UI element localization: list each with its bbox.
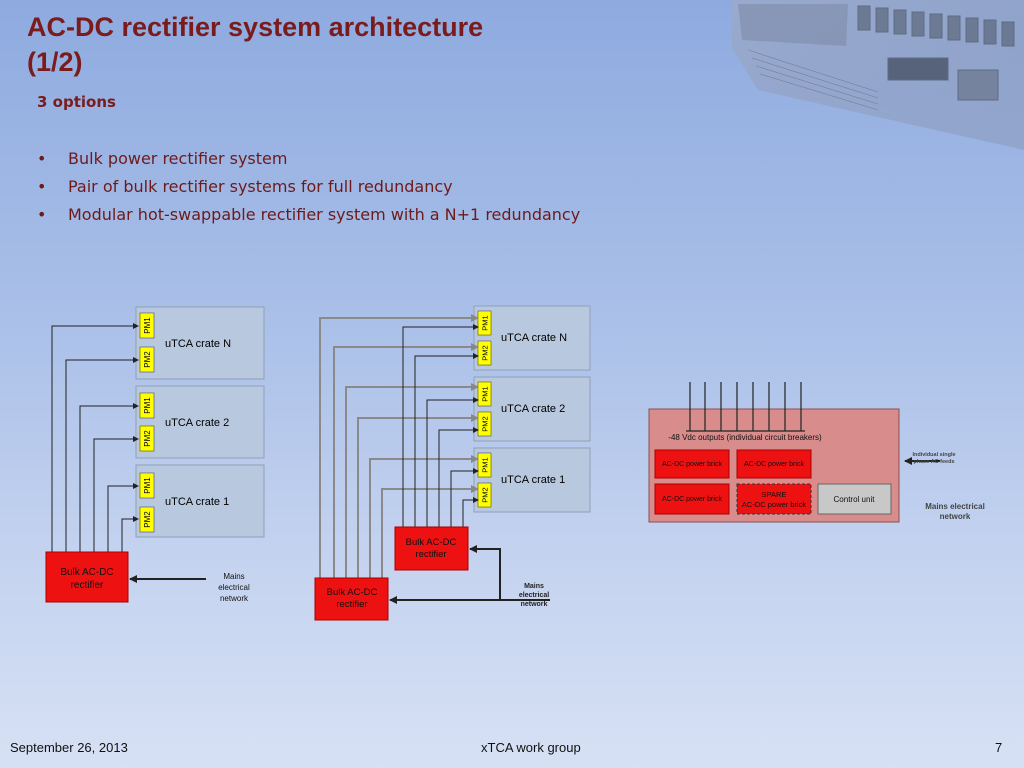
pm-badge: PM1 — [139, 392, 155, 419]
pm-label: PM2 — [481, 416, 490, 431]
pm-badge: PM1 — [139, 312, 155, 339]
pm-badge: PM2 — [477, 482, 492, 508]
power-brick: AC-DC power brick — [736, 449, 812, 479]
crate-label: uTCA crate N — [165, 338, 231, 350]
title-line-1: AC-DC rectifier system architecture — [27, 12, 484, 42]
control-unit-label: Control unit — [834, 495, 876, 504]
brick-label: AC-DC power brick — [662, 461, 722, 468]
rectifier-label-line2: rectifier — [336, 599, 367, 610]
pm-label: PM1 — [481, 386, 490, 401]
page-number: 7 — [995, 740, 1003, 755]
bullet-item: • Bulk power rectifier system — [37, 148, 580, 176]
bullet-text: Bulk power rectifier system — [68, 149, 288, 168]
pm-badge: PM2 — [139, 506, 155, 533]
brick-label: AC-DC power brick — [744, 461, 804, 468]
crate-label: uTCA crate 1 — [165, 496, 229, 508]
pm-badge: PM1 — [477, 452, 492, 478]
brick-label: AC-DC power brick — [662, 496, 722, 503]
options-list: • Bulk power rectifier system • Pair of bu… — [37, 148, 580, 232]
pm-badge: PM1 — [139, 472, 155, 499]
footer-date: September 26, 2013 — [10, 740, 128, 755]
feeds-label-line1: Individual single — [912, 452, 955, 458]
bulk-rectifier-a: Bulk AC-DC rectifier — [394, 526, 469, 571]
pm-label: PM2 — [481, 487, 490, 502]
bullet-glyph: • — [37, 149, 47, 168]
pm-badge: PM2 — [139, 346, 155, 373]
spare-brick-label: AC-DC power brick — [742, 500, 806, 509]
pm-badge: PM1 — [477, 381, 492, 407]
server-chassis-photo — [732, 0, 1024, 150]
crate-box: uTCA crate 2 — [473, 376, 591, 442]
rectifier-label-line2: rectifier — [415, 549, 446, 560]
bullet-item: • Pair of bulk rectifier systems for full… — [37, 176, 580, 204]
crate-box: uTCA crate 2 — [135, 385, 265, 459]
pm-label: PM1 — [143, 317, 152, 334]
mains-feed-arrows — [389, 545, 550, 604]
crate-label: uTCA crate 2 — [501, 403, 565, 415]
pm-label: PM2 — [143, 511, 152, 528]
crate-label: uTCA crate 2 — [165, 417, 229, 429]
pm-label: PM1 — [481, 457, 490, 472]
crate-label: uTCA crate 1 — [501, 474, 565, 486]
spare-power-brick: SPARE AC-DC power brick — [736, 483, 812, 515]
bullet-glyph: • — [37, 205, 47, 224]
mains-label-line2: network — [940, 512, 971, 521]
pm-label: PM1 — [481, 315, 490, 330]
slide-title: AC-DC rectifier system architecture (1/2… — [27, 10, 483, 80]
rectifier-label-line1: Bulk AC-DC — [60, 567, 113, 578]
bulk-rectifier-b: Bulk AC-DC rectifier — [314, 577, 389, 621]
mains-label-line3: network — [521, 601, 548, 608]
mains-label-line1: Mains electrical — [925, 502, 985, 511]
crate-box: uTCA crate N — [473, 305, 591, 371]
rectifier-label-line1: Bulk AC-DC — [406, 537, 457, 548]
bullet-glyph: • — [37, 177, 47, 196]
pm-label: PM2 — [143, 351, 152, 368]
slide-subtitle: 3 options — [37, 93, 116, 111]
rectifier-label-line2: rectifier — [71, 580, 104, 591]
title-line-2: (1/2) — [27, 47, 83, 77]
pm-badge: PM2 — [139, 425, 155, 452]
power-brick: AC-DC power brick — [654, 483, 730, 515]
crate-box: uTCA crate 1 — [473, 447, 591, 513]
feeds-label-line2: phase AC feeds — [913, 459, 954, 465]
crate-label: uTCA crate N — [501, 332, 567, 344]
power-wires-a — [402, 324, 479, 527]
mains-label-line1: Mains — [223, 572, 244, 581]
power-wires-b — [319, 314, 479, 580]
crate-box: uTCA crate 1 — [135, 464, 265, 538]
power-wires — [51, 323, 139, 552]
mains-label-line2: electrical — [218, 583, 250, 592]
pm-badge: PM2 — [477, 411, 492, 437]
crate-box: uTCA crate N — [135, 306, 265, 380]
diagram-modular: -48 Vdc outputs (individual circuit brea… — [648, 382, 985, 523]
mains-label-line3: network — [220, 594, 249, 603]
power-brick: AC-DC power brick — [654, 449, 730, 479]
spare-label: SPARE — [762, 490, 787, 499]
pm-label: PM1 — [143, 477, 152, 494]
pm-label: PM2 — [481, 345, 490, 360]
pm-label: PM2 — [143, 430, 152, 447]
mains-label-line1: Mains — [524, 583, 544, 590]
bullet-text: Pair of bulk rectifier systems for full … — [68, 177, 453, 196]
control-unit: Control unit — [817, 483, 892, 515]
dc-output-lines — [686, 382, 805, 432]
mains-label-line2: electrical — [519, 592, 549, 599]
diagram-single-bulk: uTCA crate N uTCA crate 2 uTCA crate 1 P… — [45, 306, 265, 603]
pm-badge: PM2 — [477, 340, 492, 366]
pm-badge: PM1 — [477, 310, 492, 336]
footer-group: xTCA work group — [481, 740, 581, 755]
bulk-rectifier: Bulk AC-DC rectifier — [45, 551, 129, 603]
diagram-redundant-pair: uTCA crate N uTCA crate 2 uTCA crate 1 P… — [314, 305, 591, 621]
bullet-item: • Modular hot-swappable rectifier system … — [37, 204, 580, 232]
rectifier-label-line1: Bulk AC-DC — [327, 587, 378, 598]
outputs-label: -48 Vdc outputs (individual circuit brea… — [668, 433, 822, 442]
bullet-text: Modular hot-swappable rectifier system w… — [68, 205, 581, 224]
pm-label: PM1 — [143, 397, 152, 414]
